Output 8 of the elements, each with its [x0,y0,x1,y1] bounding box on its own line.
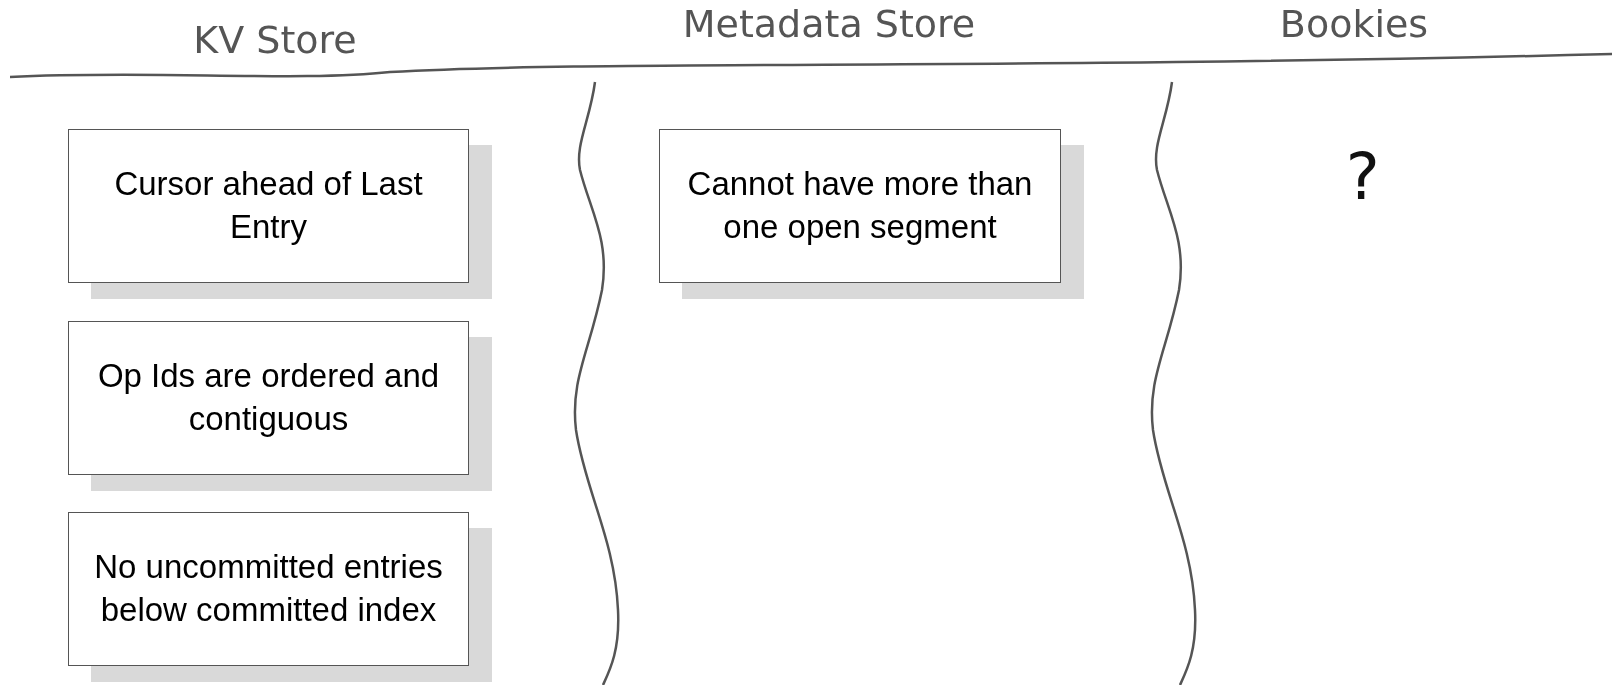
column-heading: KV Store [193,18,357,62]
box-text: No uncommitted entries below committed index [93,547,444,630]
column-heading: Metadata Store [682,2,976,46]
column-heading: Bookies [1279,2,1429,46]
box-text: Op Ids are ordered and contiguous [96,356,441,439]
box-text: Cursor ahead of Last Entry [113,164,424,247]
question-mark: ? [1342,140,1382,214]
box-text: Cannot have more than one open segment [686,164,1034,247]
